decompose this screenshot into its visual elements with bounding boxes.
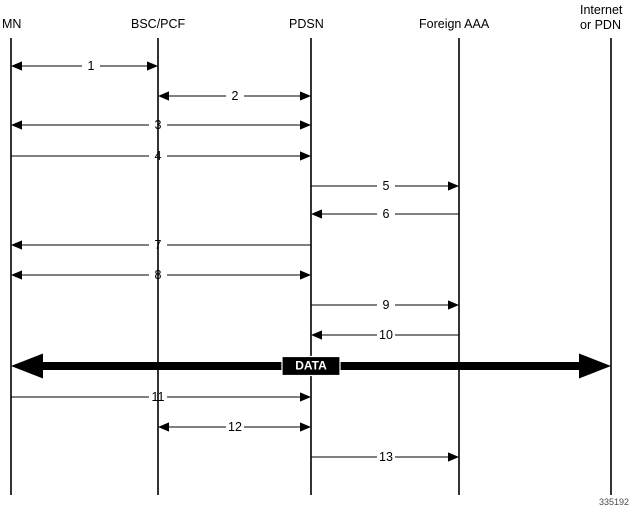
message-arrowhead-right [448, 181, 459, 191]
message-number: 3 [155, 118, 162, 132]
message-number: 5 [383, 179, 390, 193]
message-8: 8 [11, 268, 311, 282]
lifeline-label-bsc_pcf: BSC/PCF [131, 17, 186, 31]
lifeline-label-pdsn: PDSN [289, 17, 324, 31]
message-13: 13 [311, 450, 459, 464]
data-flow-label: DATA [295, 359, 327, 373]
message-arrowhead-right [300, 422, 311, 432]
figure-id: 335192 [599, 497, 629, 507]
message-arrowhead-right [300, 120, 311, 130]
message-arrowhead-left [11, 61, 22, 71]
lifeline-label-internet: or PDN [580, 18, 621, 32]
message-arrowhead-left [158, 91, 169, 101]
message-7: 7 [11, 238, 311, 252]
message-arrowhead-left [311, 209, 322, 219]
message-10: 10 [311, 328, 459, 342]
message-number: 9 [383, 298, 390, 312]
message-4: 4 [11, 149, 311, 163]
message-number: 6 [383, 207, 390, 221]
message-number: 2 [232, 89, 239, 103]
data-flow-arrowhead-right [579, 353, 611, 379]
message-number: 11 [152, 390, 165, 404]
message-arrowhead-right [448, 452, 459, 462]
message-arrowhead-right [300, 91, 311, 101]
message-number: 7 [155, 238, 162, 252]
lifeline-label-aaa: Foreign AAA [419, 17, 490, 31]
message-arrowhead-left [11, 240, 22, 250]
data-flow-arrowhead-left [11, 353, 43, 379]
message-arrowhead-right [300, 392, 311, 402]
message-11: 11 [11, 390, 311, 404]
message-1: 1 [11, 59, 158, 73]
message-number: 13 [379, 450, 393, 464]
message-number: 1 [88, 59, 95, 73]
message-number: 8 [155, 268, 162, 282]
message-12: 12 [158, 420, 311, 434]
lifeline-label-internet: Internet [580, 3, 623, 17]
data-flow-label-box [281, 355, 341, 377]
data-flow-group: DATA [11, 353, 611, 379]
message-2: 2 [158, 89, 311, 103]
message-6: 6 [311, 207, 459, 221]
message-5: 5 [311, 179, 459, 193]
message-arrowhead-right [300, 270, 311, 280]
message-arrowhead-right [448, 300, 459, 310]
message-number: 12 [228, 420, 242, 434]
message-3: 3 [11, 118, 311, 132]
message-arrowhead-left [158, 422, 169, 432]
message-arrowhead-left [11, 120, 22, 130]
lifeline-label-mn: MN [2, 17, 21, 31]
message-arrowhead-right [300, 151, 311, 161]
message-number: 10 [379, 328, 393, 342]
message-number: 4 [155, 149, 162, 163]
lifelines-group [10, 38, 612, 495]
message-arrowhead-left [11, 270, 22, 280]
message-9: 9 [311, 298, 459, 312]
message-arrowhead-right [147, 61, 158, 71]
message-arrowhead-left [311, 330, 322, 340]
